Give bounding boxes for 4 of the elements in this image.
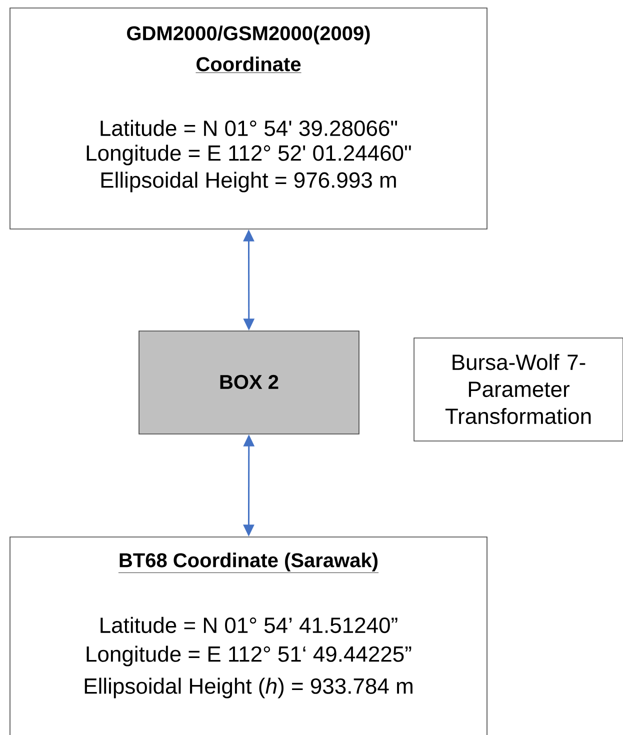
note-box: Bursa-Wolf 7-Parameter Transformation xyxy=(414,338,623,442)
coordinate-box: GDM2000/GSM2000(2009) Coordinate Latitude = N 01° 54' 39.28066" Longitude = E 112° 52' 01.24460" Ellipsoidal Height = 976.993 m xyxy=(10,8,488,230)
coordinate-box: BT68 Coordinate (Sarawak) Latitude = N 01° 54’ 41.51240” Longitude = E 112° 51‘ 49.44225” Ellipsoidal Height (h) = 933.784 m xyxy=(10,536,488,735)
process-box: BOX 2 xyxy=(138,330,360,434)
